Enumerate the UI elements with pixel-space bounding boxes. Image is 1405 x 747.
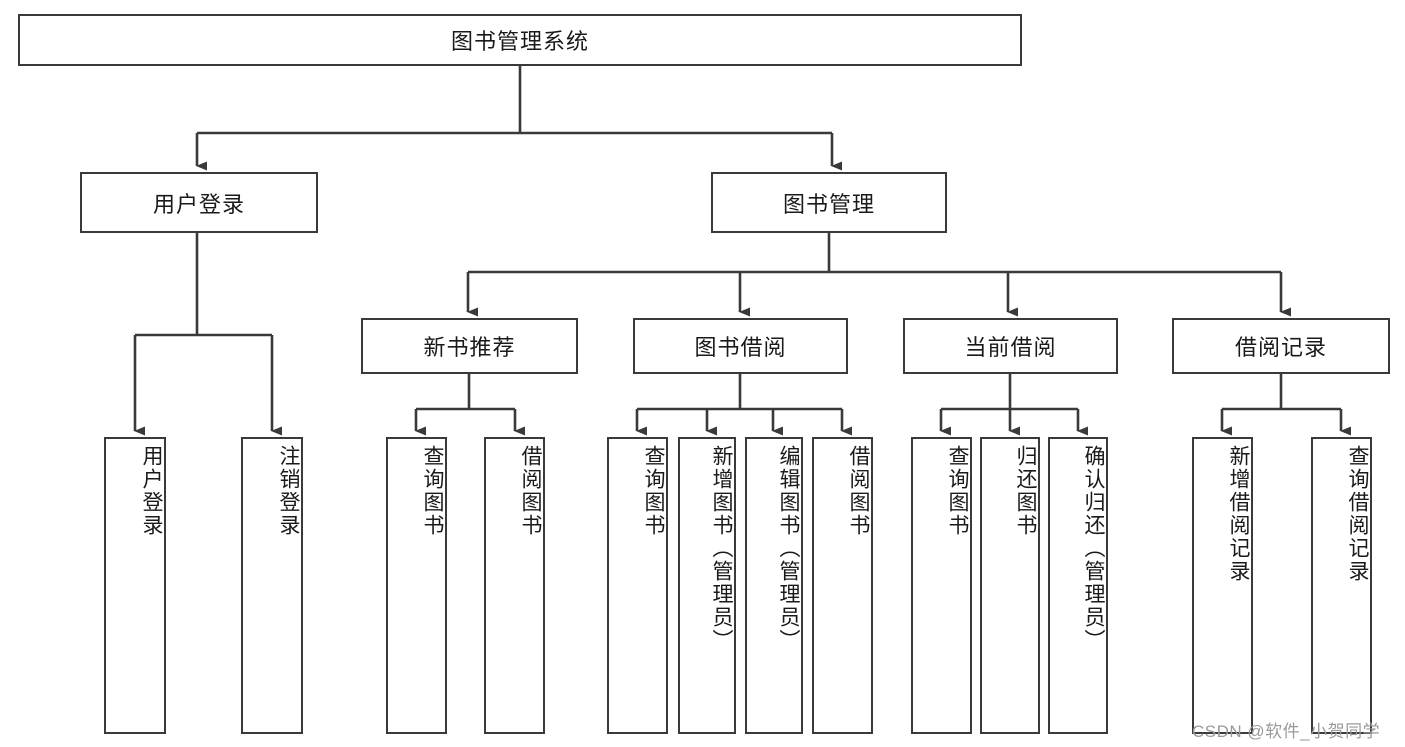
node-book-manage[interactable]: 图书管理 (711, 172, 947, 233)
node-label: 图书借阅 (694, 335, 787, 360)
node-label: 借阅图书 (519, 445, 542, 537)
node-label: 当前借阅 (964, 335, 1057, 360)
node-leaf-query-book-3[interactable]: 查询图书 (911, 437, 972, 734)
node-label: 新增图书（管理员） (710, 445, 733, 652)
node-label: 查询借阅记录 (1346, 445, 1369, 583)
node-label: 查询图书 (421, 445, 444, 537)
node-user-login[interactable]: 用户登录 (80, 172, 318, 233)
node-leaf-borrow-book-2[interactable]: 借阅图书 (812, 437, 873, 734)
node-leaf-user-login[interactable]: 用户登录 (104, 437, 166, 734)
node-leaf-query-book-2[interactable]: 查询图书 (607, 437, 668, 734)
node-label: 图书管理 (782, 191, 875, 217)
node-label: 归还图书 (1014, 445, 1037, 537)
node-book-borrow[interactable]: 图书借阅 (633, 318, 848, 374)
node-root-book-management-system[interactable]: 图书管理系统 (18, 14, 1022, 66)
node-leaf-borrow-book-1[interactable]: 借阅图书 (484, 437, 545, 734)
node-leaf-add-record[interactable]: 新增借阅记录 (1192, 437, 1253, 734)
node-label: 编辑图书（管理员） (777, 445, 800, 652)
node-label: 借阅图书 (847, 445, 870, 537)
node-leaf-edit-book[interactable]: 编辑图书（管理员） (745, 437, 803, 734)
node-leaf-query-book-1[interactable]: 查询图书 (386, 437, 447, 734)
node-label: 查询图书 (946, 445, 969, 537)
node-label: 用户登录 (140, 445, 163, 537)
node-label: 新书推荐 (423, 335, 516, 360)
node-borrow-record[interactable]: 借阅记录 (1172, 318, 1390, 374)
node-leaf-add-book[interactable]: 新增图书（管理员） (678, 437, 736, 734)
node-leaf-logout-login[interactable]: 注销登录 (241, 437, 303, 734)
node-leaf-confirm-return[interactable]: 确认归还（管理员） (1048, 437, 1108, 734)
node-label: 用户登录 (152, 191, 245, 217)
node-leaf-return-book[interactable]: 归还图书 (980, 437, 1040, 734)
csdn-watermark: CSDN @软件_小贺同学 (1192, 722, 1381, 741)
node-new-book-recommend[interactable]: 新书推荐 (361, 318, 578, 374)
node-label: 新增借阅记录 (1227, 445, 1250, 583)
node-current-borrow[interactable]: 当前借阅 (903, 318, 1118, 374)
node-label: 注销登录 (277, 445, 300, 537)
node-label: 查询图书 (642, 445, 665, 537)
node-label: 借阅记录 (1234, 335, 1327, 360)
node-leaf-query-record[interactable]: 查询借阅记录 (1311, 437, 1372, 734)
node-label: 确认归还（管理员） (1082, 445, 1105, 652)
node-label: 图书管理系统 (450, 29, 589, 54)
